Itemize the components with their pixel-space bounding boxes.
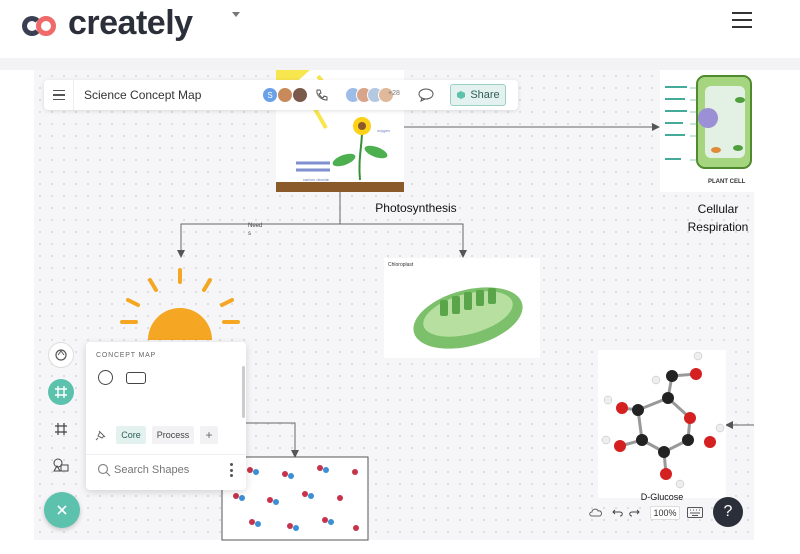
- frame-icon: [55, 386, 67, 398]
- tab-core[interactable]: Core: [116, 426, 146, 444]
- particles-image: [221, 456, 369, 541]
- grid-icon: [55, 423, 67, 435]
- editor-toolbar: Science Concept Map: [44, 80, 518, 110]
- toolbar-menu-icon[interactable]: [44, 80, 74, 110]
- plant-cell-caption: PLANT CELL: [708, 179, 746, 185]
- cellular-respiration-line1: Cellular: [697, 202, 739, 216]
- more-options-icon[interactable]: [230, 463, 233, 477]
- more-shapes-button[interactable]: [48, 452, 74, 478]
- sun-image: [120, 268, 240, 340]
- glucose-image: [598, 350, 726, 498]
- undo-icon[interactable]: [612, 507, 624, 517]
- tab-process[interactable]: Process: [152, 426, 194, 444]
- cellular-respiration-line2: Respiration: [687, 220, 749, 234]
- share-cube-icon: [457, 91, 466, 99]
- shape-panel: CONCEPT MAP Core Process +: [86, 342, 246, 490]
- glucose-label[interactable]: D-Glucose: [640, 492, 684, 502]
- comment-icon[interactable]: [418, 88, 434, 102]
- shapes-icon: [55, 349, 67, 361]
- search-row: [86, 454, 246, 484]
- panel-scrollbar[interactable]: [242, 366, 245, 418]
- chloroplast-image: Chloroplast: [384, 258, 540, 358]
- avatar[interactable]: [292, 87, 308, 103]
- grid-tool-button[interactable]: [48, 416, 74, 442]
- logo-text: creately: [68, 4, 193, 42]
- needs-line2: s: [248, 231, 251, 237]
- site-menu-icon[interactable]: [732, 12, 752, 28]
- share-button[interactable]: Share: [450, 84, 506, 106]
- title-dropdown-icon[interactable]: [232, 12, 240, 17]
- oxygen-caption: oxygen: [377, 128, 390, 133]
- redo-icon[interactable]: [628, 507, 640, 517]
- add-library-button[interactable]: +: [200, 426, 218, 444]
- collaborators-count[interactable]: +28: [388, 90, 400, 97]
- cloud-sync-icon[interactable]: [588, 506, 604, 518]
- phone-icon[interactable]: [314, 88, 328, 102]
- logo-mark-icon: [22, 9, 62, 39]
- shape-group-icon: [53, 458, 69, 472]
- separator-band: [0, 58, 800, 70]
- help-button[interactable]: ?: [713, 497, 743, 527]
- zoom-level[interactable]: 100%: [650, 506, 680, 520]
- plant-cell-image: PLANT CELL: [660, 70, 756, 192]
- shapes-library-button[interactable]: [48, 342, 74, 368]
- close-icon: [57, 505, 67, 515]
- avatar[interactable]: [277, 87, 293, 103]
- rounded-rect-shape[interactable]: [126, 372, 146, 384]
- document-title[interactable]: Science Concept Map: [84, 88, 202, 102]
- photosynthesis-label[interactable]: Photosynthesis: [375, 201, 457, 215]
- creately-logo[interactable]: creately: [22, 4, 193, 43]
- needs-connector-label[interactable]: Need s: [248, 222, 268, 238]
- keyboard-icon[interactable]: [687, 507, 703, 518]
- close-panel-button[interactable]: [44, 492, 80, 528]
- frame-tool-button[interactable]: [48, 379, 74, 405]
- needs-line1: Need: [248, 223, 263, 229]
- pin-icon[interactable]: [94, 428, 108, 442]
- circle-shape[interactable]: [98, 370, 113, 385]
- shape-panel-title: CONCEPT MAP: [96, 352, 157, 359]
- connectors: [177, 123, 754, 458]
- top-bar: creately: [0, 0, 800, 58]
- search-icon: [97, 463, 111, 477]
- co2-caption: carbon dioxide: [303, 177, 330, 182]
- search-shapes-input[interactable]: [114, 462, 224, 478]
- avatar[interactable]: S: [262, 87, 278, 103]
- chloroplast-caption: Chloroplast: [388, 262, 414, 268]
- avatar[interactable]: [378, 87, 394, 103]
- cellular-respiration-label[interactable]: Cellular Respiration: [676, 200, 760, 236]
- share-label: Share: [470, 89, 500, 101]
